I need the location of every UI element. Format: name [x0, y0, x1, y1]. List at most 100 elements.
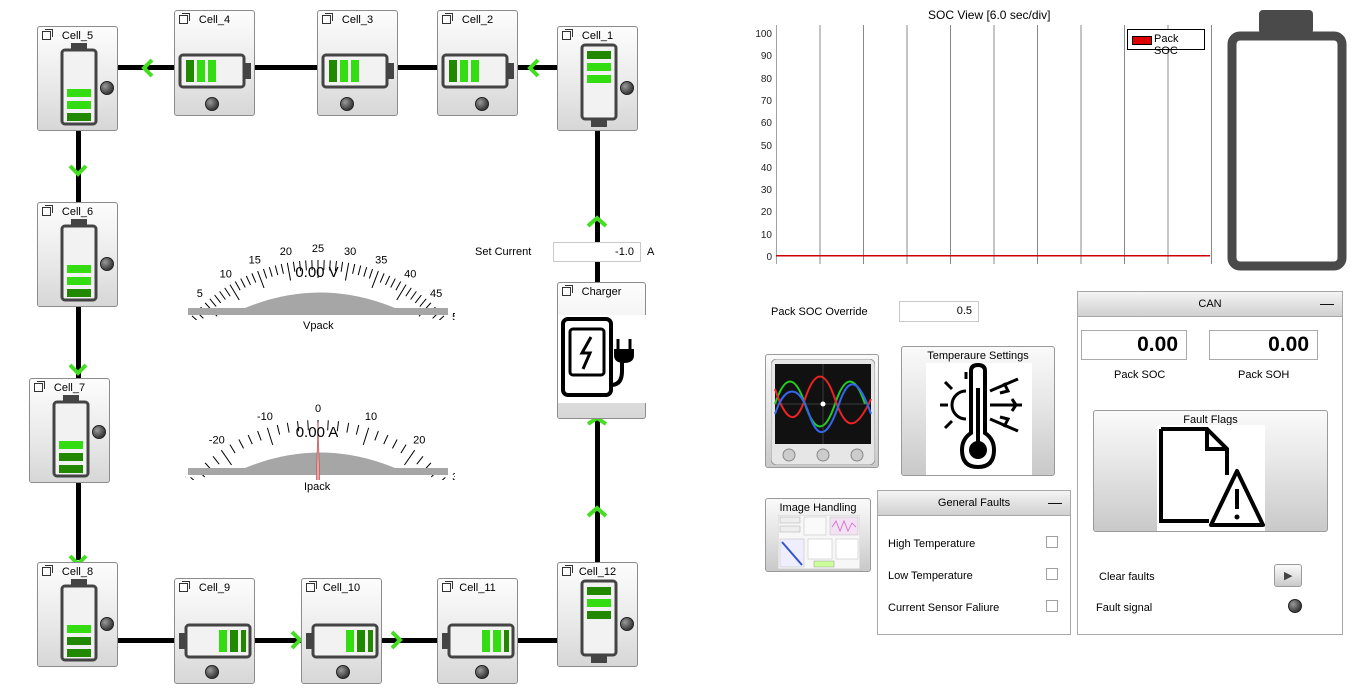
y-tick-label: 20 [760, 207, 772, 219]
cell-knob[interactable] [336, 665, 350, 679]
gauge-tick [416, 455, 424, 465]
play-icon: ▶ [1284, 570, 1293, 582]
battery-icon [60, 579, 98, 662]
y-tick-label: 0 [766, 252, 772, 263]
ipack-label: Ipack [304, 481, 331, 493]
pack-soc-override-input[interactable]: 0.5 [899, 301, 979, 322]
gauge-tick [305, 260, 307, 271]
battery-icon [441, 53, 514, 89]
cell-11[interactable]: Cell_11 [437, 578, 518, 684]
set-current-label: Set Current [475, 246, 532, 258]
gauge-tick [362, 427, 370, 446]
cell-knob[interactable] [205, 97, 219, 111]
cell-3[interactable]: Cell_3 [317, 10, 398, 116]
can-header: CAN — [1078, 292, 1342, 317]
gauge-tick [340, 261, 344, 272]
gauge-tick [286, 262, 292, 281]
cell-knob[interactable] [92, 425, 106, 439]
gauge-tick [209, 298, 217, 307]
cell-9[interactable]: Cell_9 [174, 578, 255, 684]
window-icon [442, 581, 453, 592]
gauge-tick [390, 278, 396, 288]
y-tick-label: 70 [760, 95, 772, 107]
temperature-settings-button[interactable]: Temperaure Settings [901, 346, 1055, 476]
gauge-tick [219, 291, 226, 300]
cell-12[interactable]: Cell_12 [557, 562, 638, 667]
y-tick-label: 80 [760, 73, 772, 85]
gauge-tick [438, 315, 445, 320]
cell-knob[interactable] [475, 665, 489, 679]
gauge-tick [234, 281, 241, 291]
battery-icon [580, 43, 618, 127]
cell-8[interactable]: Cell_8 [37, 562, 118, 667]
cell-4[interactable]: Cell_4 [174, 10, 255, 116]
battery-icon [179, 623, 252, 659]
soc-chart-title: SOC View [6.0 sec/div] [928, 8, 1051, 22]
fault-checkbox-high-temperature[interactable] [1046, 536, 1058, 548]
gauge-tick-label: 0 [315, 403, 321, 415]
cell-label: Cell_8 [61, 566, 94, 578]
gauge-tick [414, 294, 422, 304]
thermometer-icon [926, 363, 1032, 475]
ipack-needle [315, 421, 321, 480]
general-faults-title: General Faults [937, 497, 1011, 509]
cell-7[interactable]: Cell_7 [29, 378, 110, 483]
gauge-tick [247, 434, 253, 445]
y-tick-label: 10 [760, 229, 772, 241]
fault-flags-button[interactable]: Fault Flags [1093, 410, 1328, 532]
charger-block[interactable]: Charger [557, 282, 647, 419]
gauge-tick [286, 422, 290, 433]
cell-1[interactable]: Cell_1 [557, 26, 638, 131]
set-current-unit: A [647, 246, 655, 258]
gauge-tick [368, 268, 374, 279]
gauge-tick [441, 477, 446, 480]
ipack-gauge: -30-20-100102030 0.00 A [185, 403, 455, 480]
cell-6[interactable]: Cell_6 [37, 202, 118, 307]
cell-label: Cell_6 [61, 206, 94, 218]
cell-label: Cell_2 [461, 14, 494, 26]
cell-knob[interactable] [620, 81, 634, 95]
gauge-tick [334, 260, 337, 272]
gauge-tick [357, 265, 362, 276]
image-handling-label: Image Handling [779, 502, 857, 514]
vpack-value: 0.00 V [295, 264, 338, 281]
fault-label-current-sensor: Current Sensor Faliure [888, 602, 1000, 614]
set-current-input[interactable]: -1.0 [553, 242, 641, 262]
image-handling-button[interactable]: Image Handling [765, 498, 871, 572]
gauge-tick [276, 424, 281, 435]
clear-faults-button[interactable]: ▶ [1274, 564, 1302, 587]
gauge-tick-label: 30 [452, 471, 455, 480]
cell-knob[interactable] [100, 617, 114, 631]
fault-checkbox-low-temperature[interactable] [1046, 568, 1058, 580]
oscilloscope-button[interactable] [765, 354, 879, 468]
battery-icon [306, 623, 379, 659]
gauge-tick [374, 430, 379, 441]
cell-knob[interactable] [100, 257, 114, 271]
cell-2[interactable]: Cell_2 [437, 10, 518, 116]
minimize-icon[interactable]: — [1048, 494, 1062, 510]
cell-10[interactable]: Cell_10 [301, 578, 382, 684]
fault-checkbox-current-sensor[interactable] [1046, 600, 1058, 612]
cell-knob[interactable] [340, 97, 354, 111]
battery-icon [580, 579, 618, 663]
cell-label: Cell_9 [198, 582, 231, 594]
window-icon [322, 13, 333, 24]
general-faults-panel: General Faults — High Temperature Low Te… [877, 490, 1071, 635]
gauge-tick [410, 291, 417, 300]
battery-icon [178, 53, 251, 89]
charger-icon [558, 315, 647, 403]
cell-knob[interactable] [205, 665, 219, 679]
gauge-tick [329, 260, 331, 271]
charger-title: Charger [581, 286, 622, 298]
gauge-tick [392, 439, 398, 449]
cell-5[interactable]: Cell_5 [37, 26, 118, 131]
gauge-tick [307, 420, 309, 431]
gauge-tick [346, 422, 350, 433]
cell-knob[interactable] [100, 81, 114, 95]
battery-icon [321, 53, 394, 89]
cell-knob[interactable] [475, 97, 489, 111]
soc-legend-label: Pack SOC [1154, 33, 1179, 57]
fault-flags-label: Fault Flags [1183, 414, 1238, 426]
cell-knob[interactable] [620, 617, 634, 631]
minimize-icon[interactable]: — [1320, 295, 1334, 311]
